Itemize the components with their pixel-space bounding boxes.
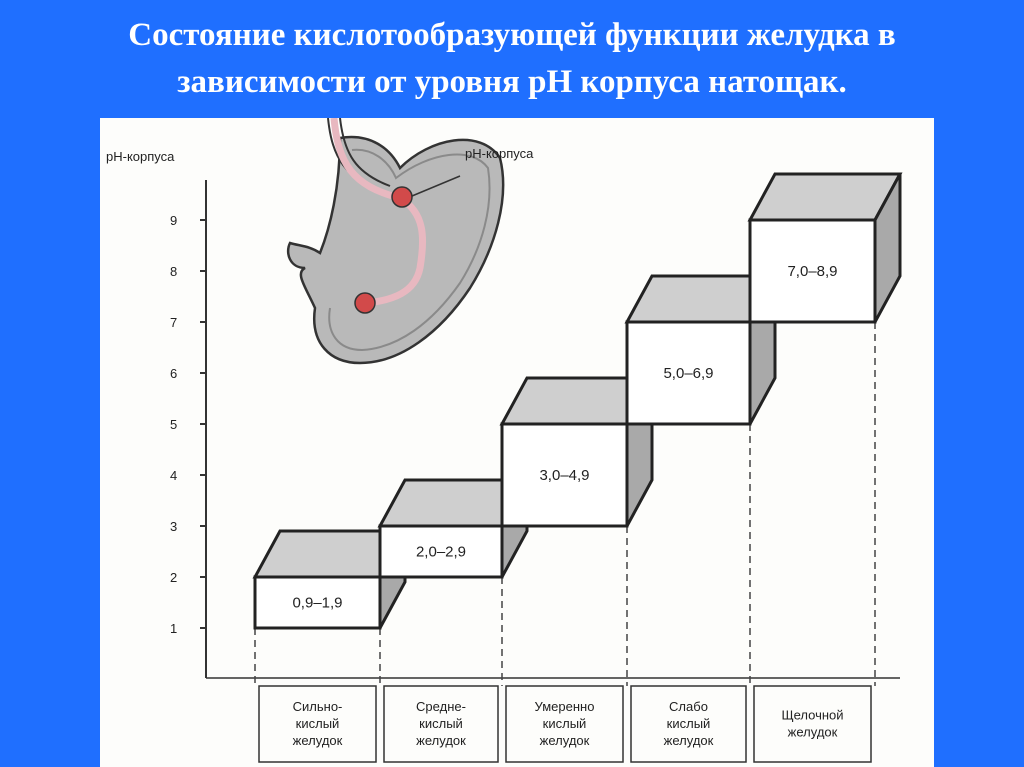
y-tick-label: 3: [170, 519, 177, 534]
category-label-line: желудок: [540, 733, 590, 748]
y-axis: pH-корпуса 1 2 3 4 5 6 7 8 9: [106, 149, 207, 678]
y-tick-label: 9: [170, 213, 177, 228]
step-block: 7,0–8,9: [747, 172, 903, 324]
category-boxes: Сильно-кислый желудок Средне-кислый желудок…: [258, 685, 872, 763]
category-frame: [383, 685, 499, 763]
category-label-line: Средне-: [416, 699, 466, 714]
column-guides: [206, 322, 900, 686]
step-block: 0,9–1,9: [252, 529, 408, 630]
slide-title: Состояние кислотообразующей функции желу…: [0, 12, 1024, 106]
category-frame: [505, 685, 624, 763]
category-box: Сильно-кислый желудок: [258, 685, 377, 763]
category-label-line: Сильно-: [293, 699, 343, 714]
category-label-line: Слабо: [669, 699, 708, 714]
category-label-line: желудок: [788, 725, 838, 740]
stomach-inner-wall: [328, 148, 491, 352]
category-frame: [630, 685, 747, 763]
y-tick-label: 6: [170, 366, 177, 381]
esophagus-tube-inner: [339, 118, 391, 187]
probe-label: pH-корпуса: [465, 146, 534, 161]
title-line-1: Состояние кислотообразующей функции желу…: [128, 17, 896, 53]
category-label-line: кислый: [543, 716, 587, 731]
category-box: Слабо кислый желудок: [630, 685, 747, 763]
diagram-panel: pH-корпуса pH-корпуса 1 2 3 4 5 6 7 8 9 0,9–1,9 2…: [100, 118, 934, 767]
stomach-outline: [286, 135, 505, 365]
category-label-line: Щелочной: [781, 708, 843, 723]
step-range-label: 0,9–1,9: [292, 595, 342, 612]
probe-cable: [330, 118, 427, 307]
y-tick-label: 7: [170, 315, 177, 330]
category-box: Умеренно кислый желудок: [505, 685, 624, 763]
category-box: Средне-кислый желудок: [383, 685, 499, 763]
category-box: Щелочной желудок: [753, 685, 872, 763]
probe-pointer: [411, 175, 461, 197]
probe-sensor-lower: [354, 292, 376, 314]
stomach-illustration: pH-корпуса: [286, 118, 534, 365]
title-line-2: зависимости от уровня pH корпуса натощак…: [177, 64, 847, 100]
step-front-face: [378, 524, 504, 579]
step-range-label: 2,0–2,9: [416, 544, 466, 561]
step-range-label: 7,0–8,9: [787, 263, 837, 280]
step-range-label: 5,0–6,9: [663, 365, 713, 382]
y-tick-label: 8: [170, 264, 177, 279]
y-tick-label: 5: [170, 417, 177, 432]
step-front-face: [625, 320, 752, 426]
steps: 0,9–1,9 2,0–2,9 3,0–4,9 5,0–6,9 7,0–8,9: [252, 172, 903, 630]
staircase-diagram: pH-корпуса pH-корпуса 1 2 3 4 5 6 7 8 9 0,9–1,9 2…: [106, 118, 903, 763]
category-label-line: кислый: [667, 716, 711, 731]
step-block: 2,0–2,9: [377, 478, 530, 579]
category-label-line: желудок: [293, 733, 343, 748]
category-label-line: желудок: [416, 733, 466, 748]
step-front-face: [500, 422, 629, 528]
category-frame: [753, 685, 872, 763]
y-axis-ticks: 1 2 3 4 5 6 7 8 9: [170, 213, 206, 636]
category-label-line: кислый: [296, 716, 340, 731]
category-label-line: желудок: [664, 733, 714, 748]
step-range-label: 3,0–4,9: [539, 467, 589, 484]
category-label-line: Умеренно: [535, 699, 595, 714]
category-frame: [258, 685, 377, 763]
category-label-line: кислый: [419, 716, 463, 731]
y-tick-label: 2: [170, 570, 177, 585]
y-tick-label: 1: [170, 621, 177, 636]
probe-sensor-upper: [391, 186, 413, 208]
y-axis-label: pH-корпуса: [106, 149, 175, 164]
step-front-face: [748, 218, 877, 324]
y-tick-label: 4: [170, 468, 177, 483]
step-front-face: [253, 575, 382, 630]
